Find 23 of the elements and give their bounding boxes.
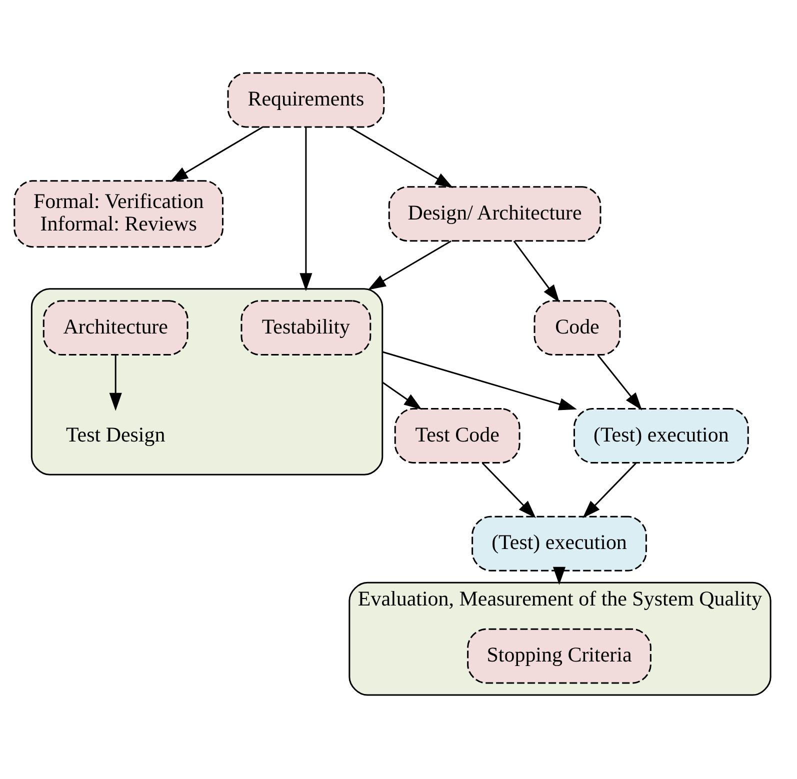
arrow: [368, 240, 452, 290]
node-box: Design/ Architecture: [388, 186, 602, 242]
arrow: [382, 381, 422, 410]
arrow: [109, 354, 122, 410]
arrow: [597, 354, 642, 410]
node-box: Stopping Criteria: [467, 628, 652, 684]
node-box: Formal: Verification Informal: Reviews: [14, 180, 224, 248]
arrow: [582, 462, 637, 518]
arrow: [552, 566, 566, 584]
arrow: [382, 350, 577, 410]
arrow: [349, 126, 454, 188]
node-text: Test Design: [66, 422, 166, 446]
arrow: [513, 240, 560, 302]
arrow: [482, 462, 536, 518]
node-box: Testability: [240, 300, 372, 356]
arrow: [170, 126, 263, 182]
node-box: Code: [534, 300, 621, 356]
node-box: Test Code: [394, 407, 520, 463]
arrow: [300, 126, 312, 291]
node-box: Architecture: [42, 300, 188, 356]
node-box: (Test) execution: [574, 407, 749, 463]
node-box: Requirements: [227, 72, 385, 128]
cluster: [30, 288, 384, 475]
